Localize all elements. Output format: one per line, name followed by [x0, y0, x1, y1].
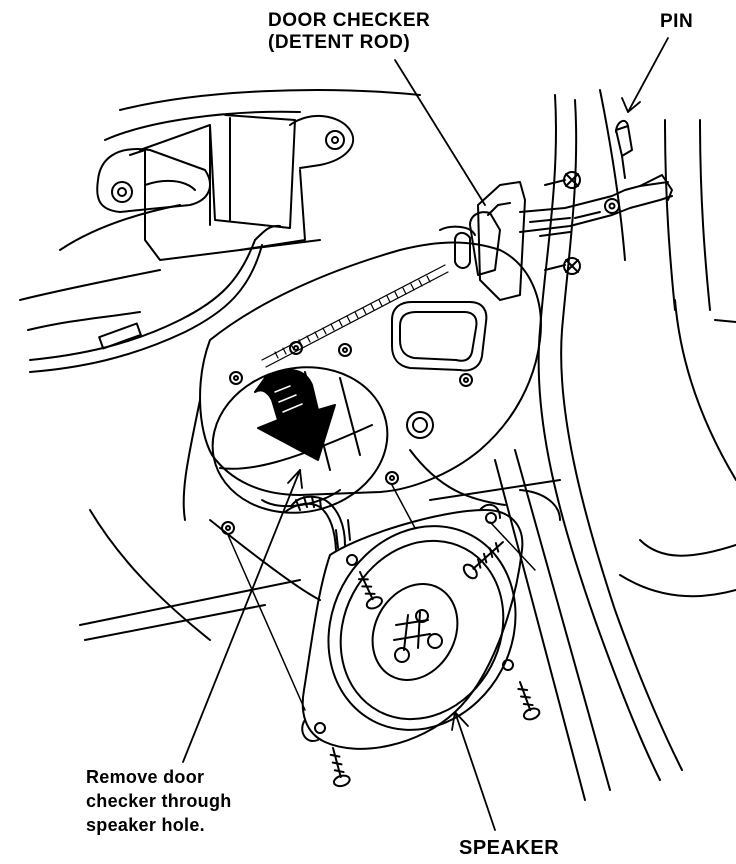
speaker-leader [454, 711, 496, 831]
door-checker-label-line1: DOOR CHECKER [268, 10, 431, 31]
instruction-line3: speaker hole. [86, 815, 205, 835]
screw [517, 681, 541, 721]
speaker-screws [329, 541, 541, 788]
screw [462, 541, 504, 580]
instruction-label: Remove door checker through speaker hole… [86, 765, 232, 837]
door-frame [494, 89, 736, 801]
removal-arrow [254, 369, 336, 461]
speaker-wire [284, 495, 346, 551]
pin-label: PIN [660, 11, 694, 32]
door-checker-leader [394, 59, 486, 206]
door-panel [19, 89, 561, 641]
wire-harness [29, 224, 281, 373]
door-checker-label: DOOR CHECKER (DETENT ROD) [268, 10, 430, 54]
assembly-lines [227, 484, 536, 711]
speaker-label: SPEAKER [459, 837, 560, 859]
mounting-plate [199, 225, 542, 535]
regulator-bracket [96, 114, 355, 261]
instruction-line2: checker through [86, 791, 232, 811]
pin-leader [627, 37, 669, 113]
door-checker-assembly [454, 119, 673, 301]
leader-lines [182, 37, 669, 831]
instruction-leader [182, 469, 301, 763]
speaker-unit [301, 503, 524, 750]
instruction-line1: Remove door [86, 767, 205, 787]
screw [329, 747, 351, 788]
door-checker-label-line2: (DETENT ROD) [268, 32, 411, 53]
screw [357, 571, 383, 610]
